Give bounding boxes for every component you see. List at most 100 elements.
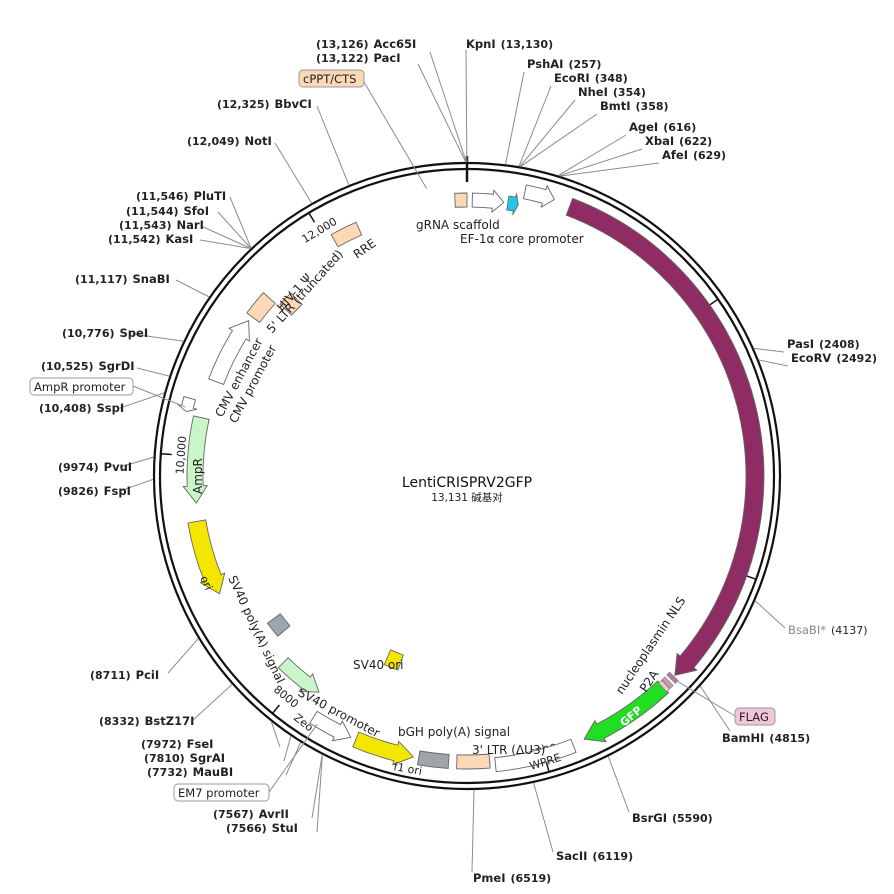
site-leader [119, 456, 154, 468]
site-leader [758, 359, 789, 367]
site-sacii: SacII(6119) [556, 849, 633, 863]
site-pasi: PasI(2408) [787, 337, 860, 351]
site-fsei: (7972)FseI [141, 737, 213, 751]
box-leader [132, 385, 186, 408]
site-leader [167, 638, 199, 674]
site-pvui: (9974)PvuI [58, 460, 132, 474]
site-leader [175, 279, 210, 298]
feature-bgh [417, 750, 450, 769]
site-pluti: (11,546)PluTI [136, 189, 226, 203]
site-leader [505, 71, 525, 165]
feature-grna [506, 193, 519, 216]
site-ecorv: EcoRV(2492) [791, 351, 877, 365]
feature-u6 [454, 192, 468, 208]
site-fspi: (9826)FspI [58, 484, 131, 498]
tick-mark [708, 298, 719, 307]
feature-wpre [494, 738, 577, 773]
site-leader [316, 754, 323, 833]
feature-zeo [277, 657, 320, 693]
site-leader [558, 148, 643, 177]
site-leader [518, 85, 552, 167]
site-leader [316, 105, 350, 186]
site-leader [270, 721, 281, 748]
site-leader [217, 211, 252, 249]
site-kpni: KpnI(13,130) [466, 37, 553, 51]
site-leader [607, 756, 630, 813]
feature-label-sv40ori: SV40 ori [353, 658, 404, 672]
site-pmei: PmeI(6519) [473, 871, 551, 885]
site-leader [520, 113, 598, 168]
site-stui: (7566)StuI [226, 821, 298, 835]
feature-hiv [279, 292, 303, 316]
site-ecori: EcoRI(348) [554, 71, 628, 85]
box-leader [363, 81, 428, 190]
restriction-sites: KpnI(13,130) (13,126)Acc65I (13,122)PacI… [39, 37, 877, 885]
feature-label-ltr5: 5' LTR (truncated) [264, 247, 346, 336]
tick-label: 10,000 [173, 436, 189, 475]
site-bsabi: BsaBI*(4137) [788, 623, 868, 637]
feature-label-bgh: bGH poly(A) signal [398, 725, 510, 739]
feature-u6b [471, 189, 505, 214]
feature-cas9 [565, 197, 765, 676]
feature-layer [177, 184, 765, 773]
site-leader [533, 782, 554, 853]
site-bbvci: (12,325)BbvCI [217, 97, 312, 111]
feature-label-rre: RRE [351, 236, 379, 261]
site-leader [429, 51, 467, 163]
feature-label-ampr: AmpR [191, 458, 205, 494]
site-leader [753, 347, 785, 353]
boxed-label-flag: FLAG [734, 707, 776, 726]
site-leader [311, 754, 323, 819]
site-leader [465, 49, 468, 163]
tick-label: 12,000 [300, 215, 340, 246]
site-pcii: (8711)PciI [90, 668, 159, 682]
boxed-label-cppt-text: cPPT/CTS [303, 72, 356, 86]
site-pshai: PshAI(257) [527, 57, 601, 71]
site-leader [283, 735, 292, 762]
tick-mark [745, 574, 757, 581]
site-leader [560, 162, 660, 177]
feature-rre [330, 221, 363, 248]
site-bmti: BmtI(358) [600, 99, 669, 113]
site-acc65i: (13,126)Acc65I [316, 37, 416, 51]
site-leader [417, 63, 467, 163]
site-leader [119, 478, 154, 492]
site-spei: (10,776)SpeI [62, 326, 148, 340]
feature-ef1a [522, 184, 556, 208]
site-kasi: (11,542)KasI [108, 232, 193, 246]
site-leader [229, 196, 252, 249]
site-leader [199, 239, 251, 249]
feature-label-ltr3: 3' LTR (ΔU3) [472, 743, 545, 757]
feature-f1ori [352, 731, 415, 766]
site-leader [136, 367, 170, 377]
boxed-label-amprprom-text: AmpR promoter [34, 380, 126, 394]
site-noti: (12,049)NotI [187, 134, 272, 148]
site-leader [191, 683, 233, 722]
feature-label-grna: EF-1α core promoter [460, 232, 584, 246]
plasmid-length: 13,131 碱基对 [431, 491, 503, 504]
site-leader [274, 142, 313, 204]
site-agei: AgeI(616) [629, 120, 696, 134]
feature-small-marker [661, 676, 674, 689]
box-leader [268, 724, 318, 793]
site-paci: (13,122)PacI [316, 51, 401, 65]
feature-amprprom [177, 396, 198, 413]
leader-lines [119, 49, 789, 873]
site-bstz17i: (8332)BstZ17I [99, 714, 194, 728]
feature-ampr [182, 415, 210, 504]
boxed-label-flag-text: FLAG [739, 710, 769, 724]
site-nhei: NheI(354) [578, 85, 646, 99]
boxed-label-cppt: cPPT/CTS [298, 69, 365, 88]
site-leader [285, 742, 302, 776]
site-sfoi: (11,544)SfoI [126, 204, 209, 218]
plasmid-backbone [152, 156, 782, 791]
plasmid-name: LentiCRISPRV2GFP [402, 475, 532, 491]
box-leader [673, 678, 736, 717]
feature-ltr3 [456, 753, 491, 770]
site-bamhi: BamHI(4815) [722, 731, 810, 745]
site-sgrdi: (10,525)SgrDI [41, 359, 135, 373]
boxed-label-em7: EM7 promoter [173, 783, 270, 802]
boxed-label-em7-text: EM7 promoter [178, 786, 260, 800]
site-leader [557, 134, 627, 176]
